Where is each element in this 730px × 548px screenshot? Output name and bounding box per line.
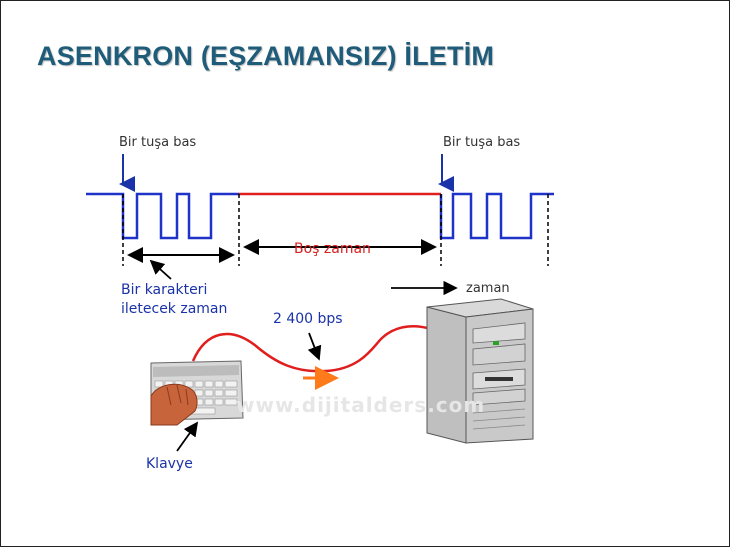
label-bit-rate: 2 400 bps	[273, 311, 343, 327]
signal-waveform-left	[86, 192, 239, 240]
label-idle-time: Boş zaman	[294, 241, 371, 257]
label-key-press-left: Bir tuşa bas	[119, 135, 197, 150]
label-time: zaman	[466, 281, 510, 296]
bps-pointer	[307, 332, 322, 361]
computer-tower-image	[426, 298, 534, 444]
keyboard-pointer	[176, 421, 199, 452]
label-char-time-line2: iletecek zaman	[121, 301, 228, 317]
slide-title: ASENKRON (EŞZAMANSIZ) İLETİM	[37, 41, 495, 71]
label-char-time-line1: Bir karakteri	[121, 282, 208, 298]
char-time-pointer	[149, 259, 172, 280]
label-key-press-right: Bir tuşa bas	[443, 135, 521, 150]
label-keyboard: Klavye	[146, 456, 193, 472]
keyboard-image	[150, 360, 244, 426]
watermark: www.dijitalders.com	[236, 393, 486, 417]
signal-waveform-right	[439, 192, 554, 240]
